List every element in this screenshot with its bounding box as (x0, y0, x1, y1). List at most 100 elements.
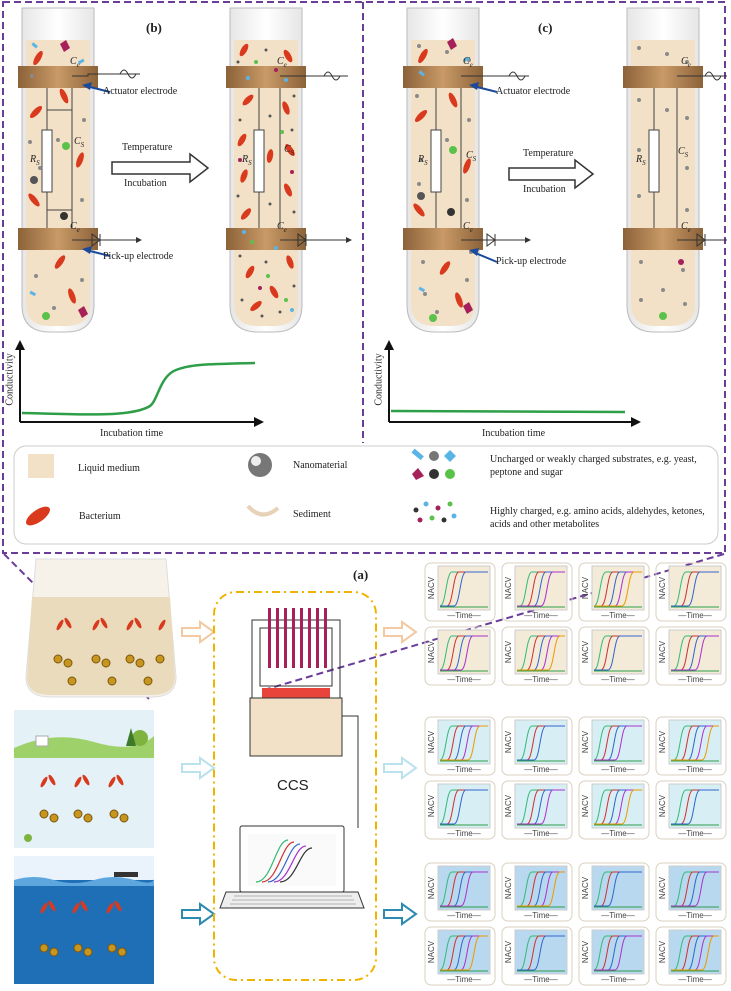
ce-label-top-c2: Ce (681, 56, 691, 69)
cs-label-c2: CS (678, 146, 689, 159)
actuator-electrode (18, 66, 98, 88)
nacv-xlabel: —Time— (601, 975, 634, 984)
nacv-mini-chart: NACV—Time— (578, 926, 650, 986)
nacv-curve (594, 571, 642, 607)
nacv-ylabel: NACV (658, 876, 667, 899)
nacv-curve (671, 571, 719, 607)
nacv-curve (593, 789, 642, 825)
cs-label-b: CS (74, 136, 85, 149)
nacv-curve (671, 935, 719, 971)
nacv-mini-chart: NACV —Time— (578, 862, 650, 922)
nacv-ylabel: NACV (658, 940, 667, 963)
ce-label-bottom-b2: Ce (277, 221, 287, 234)
ce-label-bottom-c2: Ce (681, 221, 691, 234)
nacv-mini-chart: NACV—Time— (578, 562, 650, 622)
legend-liquid-medium: Liquid medium (78, 463, 140, 474)
nacv-mini-chart: NACV—Time— (578, 716, 650, 776)
nacv-mini-chart: NACV—Time— (501, 626, 573, 686)
pickup-electrode (18, 228, 98, 250)
nacv-xlabel: —Time— (601, 675, 634, 684)
input-arrows (181, 620, 216, 926)
rs-label-b: RS (30, 154, 40, 167)
nacv-xlabel: —Time— (678, 675, 711, 684)
nacv-curve (439, 871, 488, 907)
nacv-xlabel: —Time— (678, 611, 711, 620)
nacv-mini-chart: NACV—Time— (655, 862, 727, 922)
nacv-curve (439, 725, 488, 761)
nacv-curve (671, 789, 719, 825)
panel-c-annotations (461, 71, 727, 263)
nacv-curve (594, 871, 642, 907)
panel-b-annotations (72, 69, 352, 257)
ce-label-top-b2: Ce (277, 56, 287, 69)
nacv-curve (440, 935, 488, 971)
nacv-curve (440, 571, 488, 607)
panel-b-tubes (18, 7, 306, 333)
nanomaterial-swatch (248, 453, 272, 477)
nacv-curve (594, 935, 642, 971)
nacv-xlabel: —Time— (601, 829, 634, 838)
nacv-ylabel: NACV (658, 576, 667, 599)
actuator-electrode-label-b: Actuator electrode (103, 86, 178, 97)
bacterium-swatch (26, 506, 50, 526)
nacv-curve (594, 725, 642, 761)
nacv-curve (593, 725, 642, 761)
ce-label-bottom-c: Ce (463, 221, 473, 234)
ocean-sample (14, 856, 154, 984)
nacv-ylabel: NACV (581, 876, 590, 899)
conductivity-chart-b (15, 340, 264, 427)
cs-label-b2: CS (284, 144, 295, 157)
ccs-label: CCS (277, 777, 309, 794)
nacv-curve (593, 871, 642, 907)
nacv-curve (594, 635, 642, 671)
nacv-curve (517, 935, 565, 971)
xlabel-b: Incubation time (100, 428, 164, 439)
legend-highly-charged: Highly charged, e.g. amino acids, aldehy… (490, 506, 705, 530)
nacv-mini-chart: NACV—Time— (501, 926, 573, 986)
nacv-mini-chart: NACV—Time— (424, 780, 496, 840)
nacv-ylabel: NACV (427, 730, 436, 753)
nacv-xlabel: —Time— (447, 611, 480, 620)
legend-bacterium: Bacterium (79, 511, 121, 522)
nacv-mini-chart: NACV—Time— (424, 626, 496, 686)
output-arrows (383, 620, 418, 926)
nacv-mini-chart: NACV —Time— (655, 562, 727, 622)
nacv-ylabel: NACV (581, 794, 590, 817)
nacv-ylabel: NACV (658, 794, 667, 817)
nacv-ylabel: NACV (427, 940, 436, 963)
conductivity-chart-c (384, 340, 641, 427)
panel-c-label: (c) (538, 20, 553, 35)
sediment-swatch (246, 504, 280, 517)
nacv-xlabel: —Time— (447, 975, 480, 984)
nacv-curve (439, 571, 488, 607)
actuator-electrode-label-c: Actuator electrode (496, 86, 571, 97)
nacv-curve (593, 571, 642, 607)
nacv-xlabel: —Time— (601, 911, 634, 920)
nacv-xlabel: —Time— (447, 765, 480, 774)
nacv-ylabel: NACV (504, 576, 513, 599)
nacv-xlabel: —Time— (678, 765, 711, 774)
nacv-xlabel: —Time— (524, 611, 557, 620)
nacv-xlabel: —Time— (524, 911, 557, 920)
tube-after-c (623, 7, 703, 333)
nacv-ylabel: NACV (427, 576, 436, 599)
legend-uncharged: Uncharged or weakly charged substrates, … (490, 454, 697, 478)
nacv-curve (439, 635, 488, 671)
nacv-curve (440, 789, 488, 825)
nacv-mini-chart: NACV—Time— (501, 716, 573, 776)
nacv-mini-chart: NACV —Time— (424, 562, 496, 622)
arrow-bottom-label-b: Incubation (124, 178, 167, 189)
nacv-curve (671, 635, 719, 671)
nacv-xlabel: —Time— (447, 675, 480, 684)
arrow-top-label-c: Temperature (523, 148, 574, 159)
nacv-mini-chart: NACV—Time— (655, 780, 727, 840)
nacv-curve (517, 571, 565, 607)
nacv-curve (440, 635, 488, 671)
ylabel-b: Conductivity (4, 353, 16, 406)
nacv-ylabel: NACV (658, 730, 667, 753)
nacv-xlabel: —Time— (524, 975, 557, 984)
ce-label-top-c: Ce (463, 56, 473, 69)
nacv-ylabel: NACV (581, 640, 590, 663)
nacv-chart-grid: NACV —Time— NACV —Time— NACV —Time— NACV —Time—… (424, 562, 728, 988)
nacv-ylabel: NACV (427, 794, 436, 817)
